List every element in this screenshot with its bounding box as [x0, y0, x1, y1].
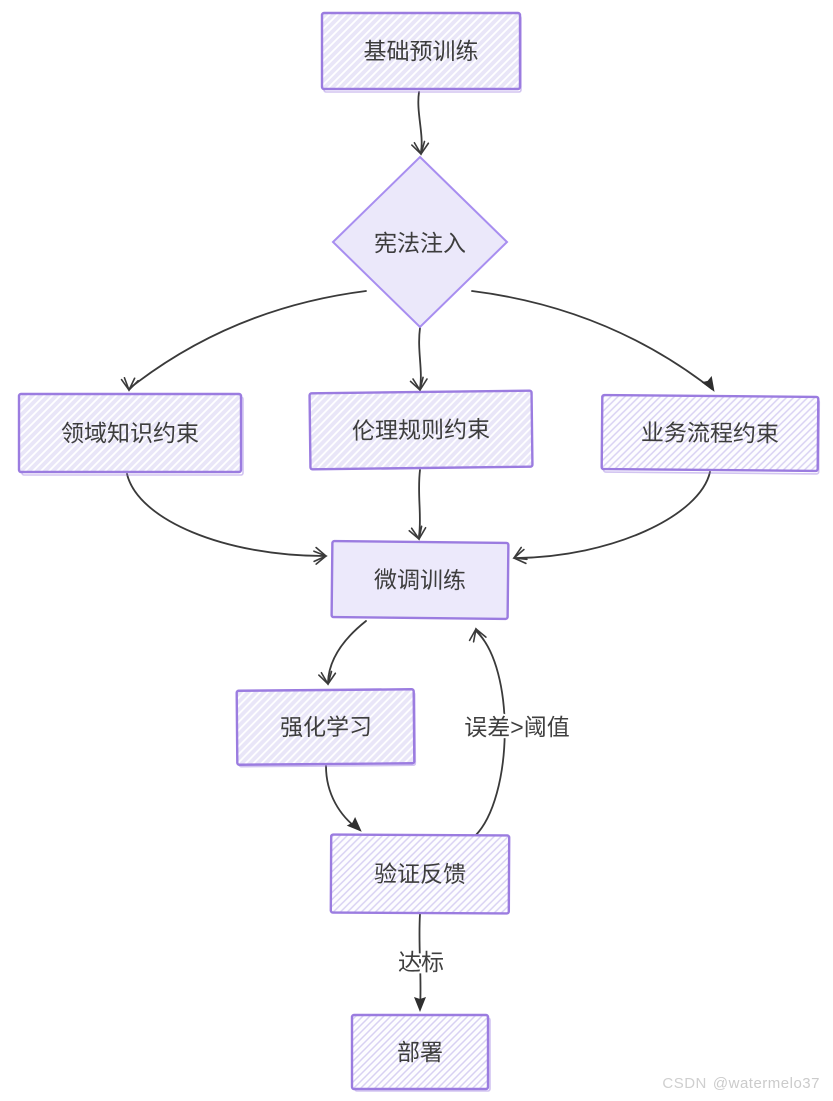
node-constitution: 宪法注入 [331, 155, 509, 329]
csdn-watermark: CSDN @watermelo37 [662, 1075, 820, 1092]
node-deploy: 部署 [350, 1013, 491, 1092]
arrowhead-into-ethics [409, 376, 428, 392]
edge-constitution-business [471, 290, 713, 390]
edge-rl-verify [325, 765, 359, 830]
node-rl-label: 强化学习 [280, 714, 372, 741]
edge-label-meets-standard: 达标 [398, 949, 444, 975]
node-business-label: 业务流程约束 [641, 419, 779, 446]
edge-finetune-rl [327, 620, 367, 683]
node-rl: 强化学习 [235, 688, 417, 768]
node-constitution-label: 宪法注入 [374, 230, 466, 256]
node-business: 业务流程约束 [600, 393, 821, 475]
arrowhead-into-deploy [414, 997, 426, 1012]
arrowhead-into-finetune-top [408, 525, 427, 541]
edge-verify-finetune-loop [474, 630, 506, 837]
edge-domain-finetune [126, 473, 325, 557]
edge-business-finetune [515, 471, 711, 559]
arrowhead-into-finetune-left [313, 546, 328, 565]
arrowhead-into-finetune-right [512, 546, 528, 565]
arrowhead-into-verify [346, 816, 362, 832]
node-verify: 验证反馈 [329, 833, 511, 915]
node-pretrain-label: 基础预训练 [364, 38, 479, 64]
node-finetune-label: 微调训练 [374, 567, 466, 594]
edge-constitution-ethics [418, 327, 422, 389]
node-ethics-label: 伦理规则约束 [352, 416, 490, 444]
edge-label-error-threshold: 误差>阈值 [464, 714, 569, 740]
watermark-brand: CSDN [662, 1075, 707, 1092]
watermark-handle: @watermelo37 [712, 1075, 820, 1092]
node-verify-label: 验证反馈 [374, 861, 466, 887]
node-finetune: 微调训练 [330, 539, 510, 621]
edge-ethics-finetune [418, 469, 421, 537]
node-deploy-label: 部署 [397, 1039, 443, 1065]
edge-constitution-domain [129, 290, 367, 389]
node-domain: 领域知识约束 [17, 392, 244, 476]
arrowhead-into-rl [318, 670, 337, 686]
edge-pretrain-constitution [417, 91, 423, 153]
arrowhead-into-constitution [411, 140, 430, 156]
node-ethics: 伦理规则约束 [308, 389, 534, 471]
arrowhead-into-domain [120, 376, 139, 392]
arrowhead-into-business [701, 375, 715, 392]
node-domain-label: 领域知识约束 [61, 420, 199, 446]
arrowhead-into-finetune-loop [468, 627, 487, 643]
node-pretrain: 基础预训练 [320, 11, 522, 93]
